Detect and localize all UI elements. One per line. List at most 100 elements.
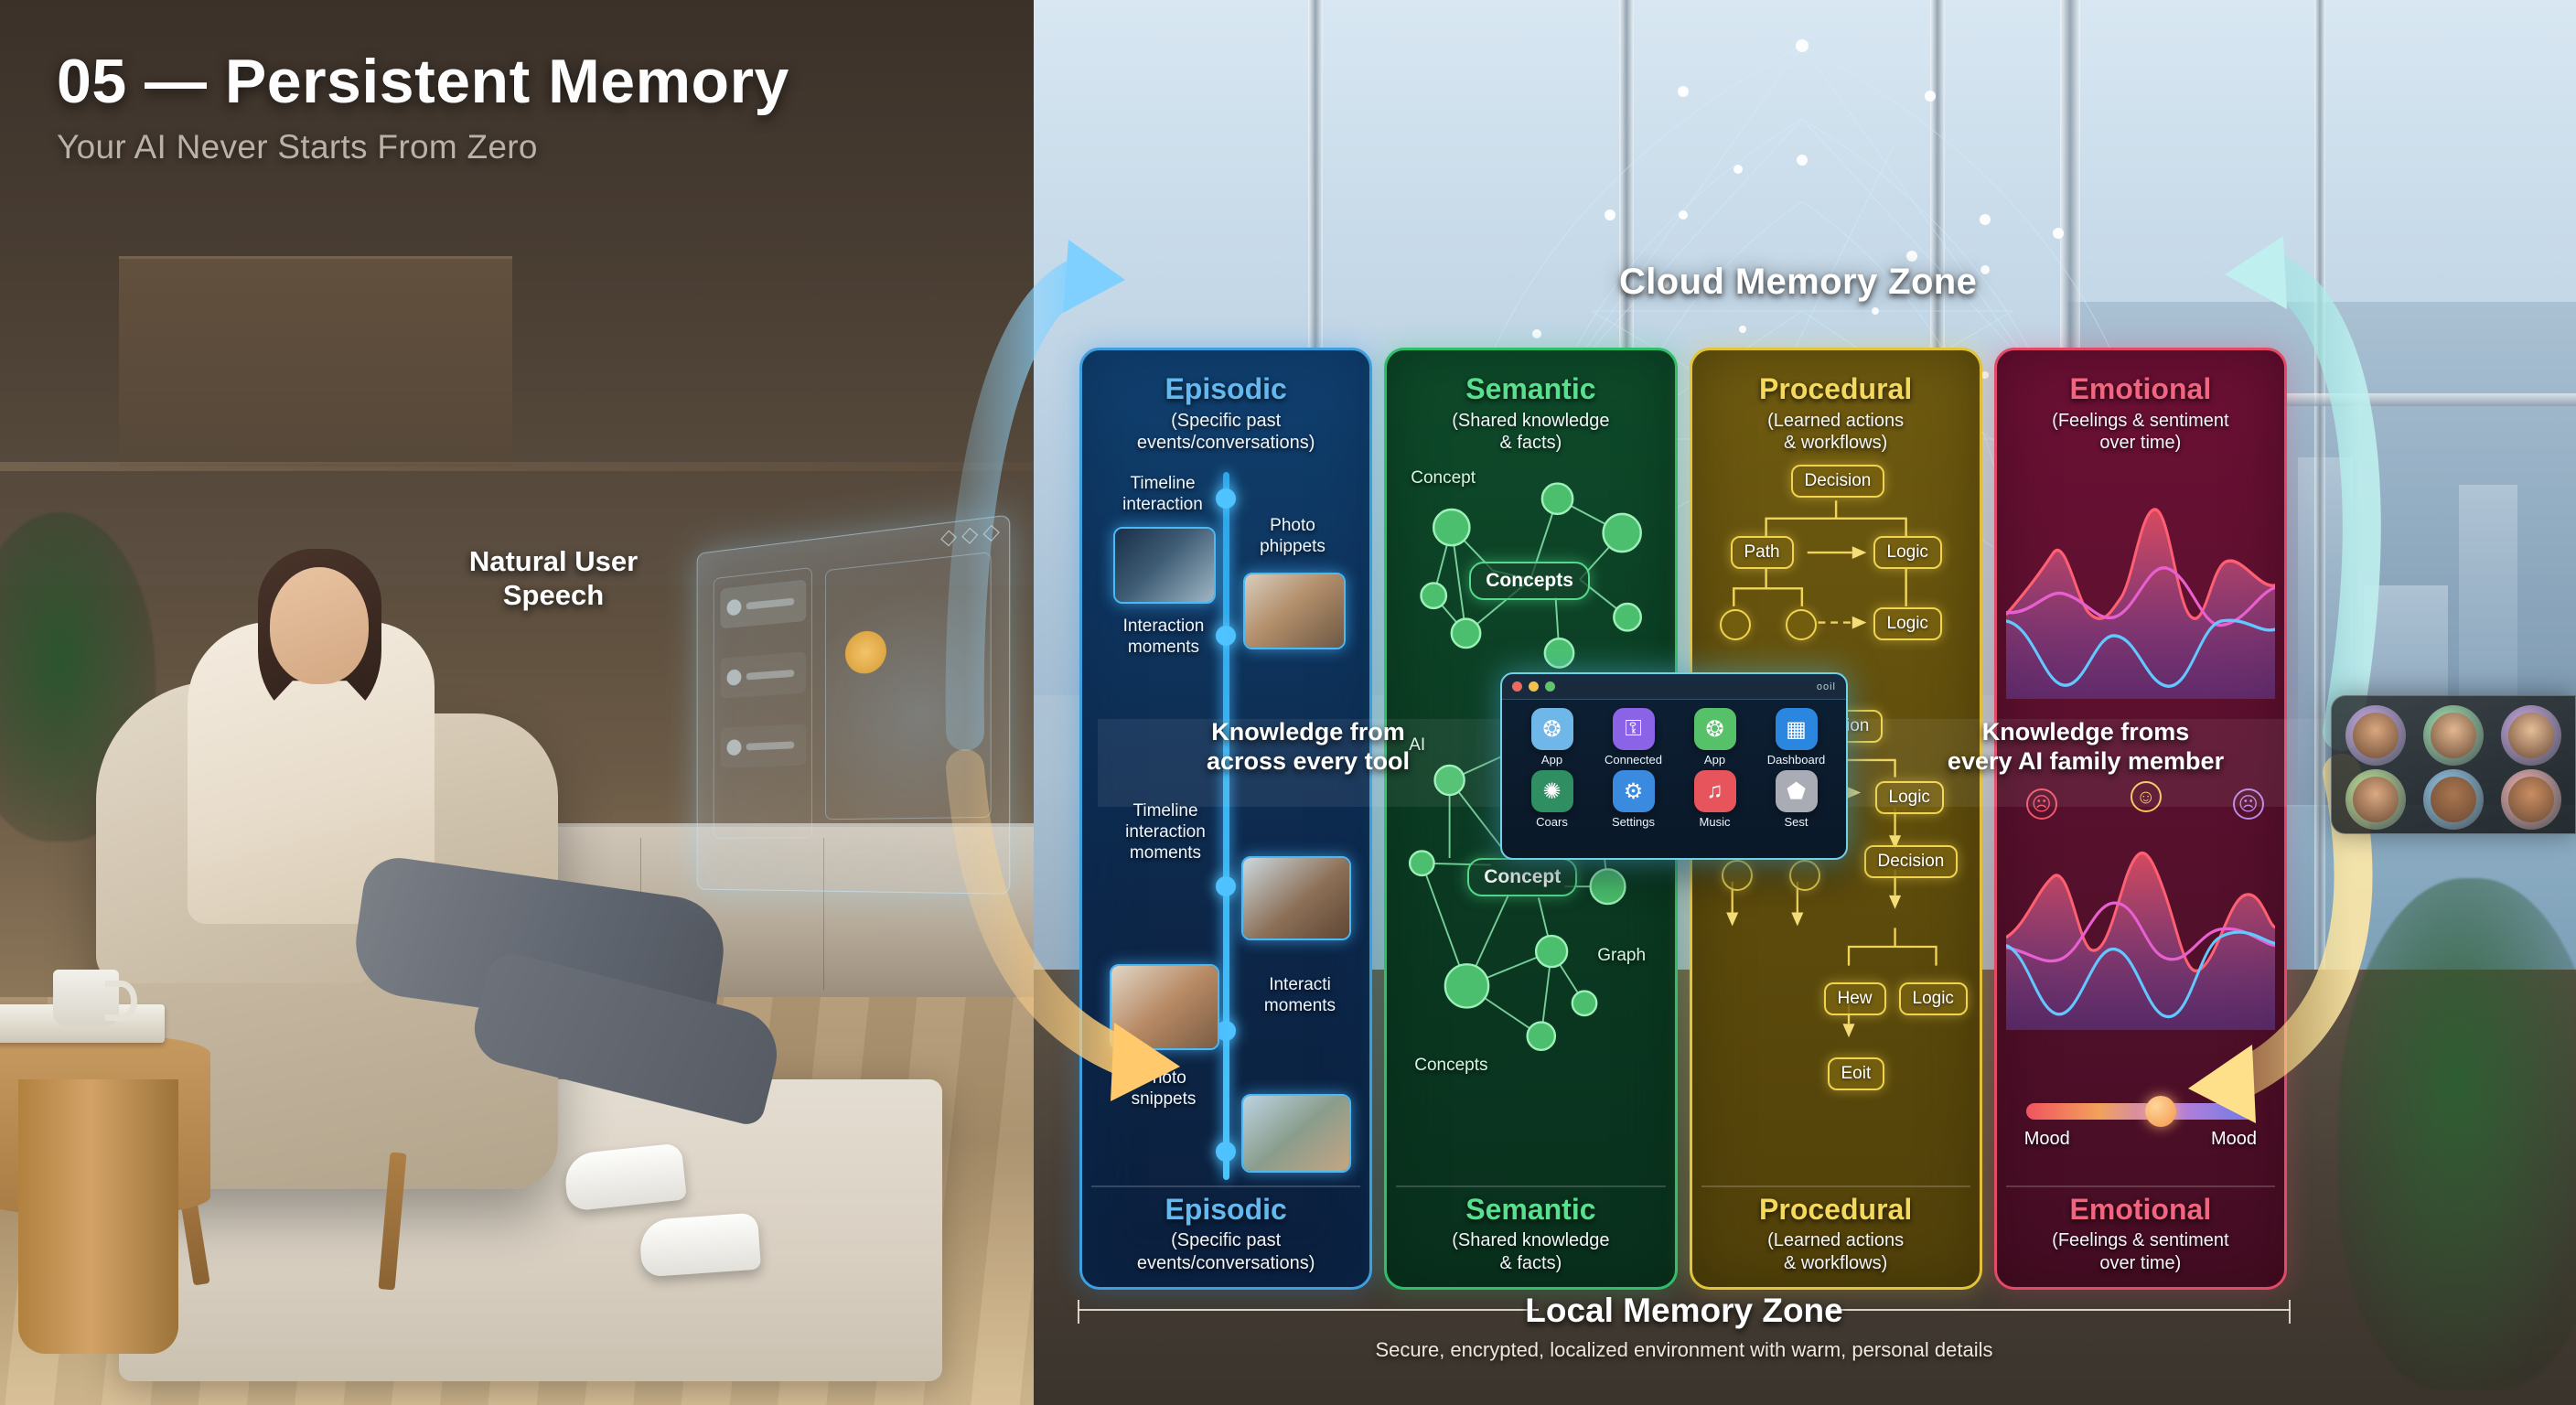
column-header-semantic: Semantic (Shared knowledge& facts) [1396, 369, 1665, 463]
app-item[interactable]: ✺ Coars [1513, 770, 1591, 829]
sentiment-wave-top [2005, 508, 2275, 700]
holo-content [824, 552, 992, 820]
episodic-photo [1241, 1094, 1351, 1174]
timeline-node [1216, 876, 1237, 897]
app-item[interactable]: ▦Dashboard [1757, 708, 1835, 767]
column-header-procedural: Procedural (Learned actions& workflows) [1701, 369, 1970, 463]
holo-menu-item [720, 724, 807, 768]
close-icon[interactable] [1512, 681, 1522, 692]
ai-family-avatars[interactable] [2331, 695, 2576, 834]
music-note-icon[interactable]: ♫ [1693, 770, 1736, 812]
avatar-5[interactable] [2422, 769, 2484, 830]
local-memory-zone-title: Local Memory Zone [1525, 1292, 1843, 1329]
room-wall [0, 0, 1034, 585]
app-item[interactable]: ⚿Connected [1594, 708, 1672, 767]
avatar-4[interactable] [2345, 769, 2407, 830]
app-item[interactable]: ⬟ Sest [1757, 770, 1835, 829]
app-item[interactable]: ♫Music [1676, 770, 1754, 829]
timeline-node [1216, 626, 1237, 647]
photos-icon[interactable]: ❂ [1530, 708, 1573, 750]
holo-controls [940, 524, 1000, 547]
flow-terminal [1721, 860, 1753, 892]
holo-sidebar [713, 566, 812, 839]
shoe [638, 1212, 762, 1278]
page-title: 05 — Persistent Memory [57, 47, 789, 116]
column-title: Episodic [1165, 1192, 1287, 1226]
app-item[interactable]: ❂ App [1513, 708, 1591, 767]
semantic-label-graph: Graph [1597, 946, 1647, 966]
happy-face-icon: ☺ [2130, 781, 2162, 813]
avatar-3[interactable] [2500, 705, 2561, 766]
local-memory-zone: Local Memory Zone Secure, encrypted, loc… [1078, 1292, 2291, 1390]
column-title: Emotional [2069, 1192, 2212, 1226]
mood-slider-knob[interactable] [2144, 1096, 2176, 1128]
emotional-body: ☹ ☺ ☹ Mood Mood [2005, 463, 2275, 1185]
column-subtitle: (Shared knowledge& facts) [1452, 1230, 1610, 1273]
column-title: Semantic [1465, 1192, 1596, 1226]
mood-slider-right-label: Mood [2210, 1129, 2257, 1150]
flow-node: Decision [1863, 845, 1959, 879]
flow-node: Eoit [1827, 1057, 1885, 1091]
avatar-6[interactable] [2500, 769, 2561, 830]
flow-node: Decision [1790, 465, 1885, 499]
episodic-photo [1110, 964, 1219, 1051]
holo-orb-icon [844, 629, 886, 675]
app-icon-grid: ❂App⚿Connected❂App▦Dashboard✺Coars⚙Setti… [1502, 700, 1846, 834]
key-icon[interactable]: ⚿ [1612, 708, 1655, 750]
app-item[interactable]: ❂App [1676, 708, 1754, 767]
app-label: Coars [1536, 815, 1568, 829]
avatar-face [2507, 777, 2554, 822]
app-item[interactable]: ⚙ Settings [1594, 770, 1672, 829]
semantic-pill-concepts: Concepts [1469, 562, 1590, 601]
window-status-text: ooil [1816, 681, 1836, 692]
headline-block: 05 — Persistent Memory Your AI Never Sta… [57, 46, 789, 166]
side-table-pedestal [18, 1079, 178, 1354]
connected-apps-window[interactable]: ooil ❂App⚿Connected❂App▦Dashboard✺Coars⚙… [1500, 672, 1848, 860]
app-label: Settings [1612, 815, 1655, 829]
flow-node: Logic [1873, 536, 1942, 570]
plant-right [2338, 878, 2576, 1390]
app-label: Sest [1784, 815, 1809, 829]
gear-icon[interactable]: ⚙ [1612, 770, 1655, 812]
holo-menu-item [720, 579, 807, 629]
avatar-1[interactable] [2345, 705, 2407, 766]
holo-item-icon [726, 598, 742, 617]
chat-icon[interactable]: ❂ [1693, 708, 1736, 750]
shield-icon[interactable]: ⬟ [1775, 770, 1818, 812]
column-footer-procedural: Procedural (Learned actions& workflows) [1701, 1185, 1970, 1274]
wall-panel [119, 256, 512, 467]
column-subtitle: (Learned actions& workflows) [1767, 410, 1905, 453]
avatar-2[interactable] [2422, 705, 2484, 766]
holo-item-icon [726, 739, 742, 756]
minimize-icon[interactable] [1529, 681, 1539, 692]
column-subtitle: (Shared knowledge& facts) [1452, 410, 1610, 453]
maximize-icon[interactable] [1545, 681, 1555, 692]
coffee-mug [53, 970, 137, 1026]
app-label: App [1540, 753, 1563, 767]
openai-icon[interactable]: ✺ [1530, 770, 1573, 812]
mood-slider-left-label: Mood [2023, 1129, 2070, 1150]
episodic-photo [1243, 573, 1346, 650]
grid-icon[interactable]: ▦ [1775, 708, 1818, 750]
mood-slider[interactable] [2025, 1096, 2255, 1128]
holo-menu-item [720, 651, 807, 699]
sad-face-icon: ☹ [2232, 788, 2264, 820]
avatar-face [2507, 713, 2554, 758]
avatar-face [2353, 777, 2399, 822]
zone-bracket-right [2289, 1300, 2291, 1324]
flow-node: Logic [1873, 607, 1942, 641]
